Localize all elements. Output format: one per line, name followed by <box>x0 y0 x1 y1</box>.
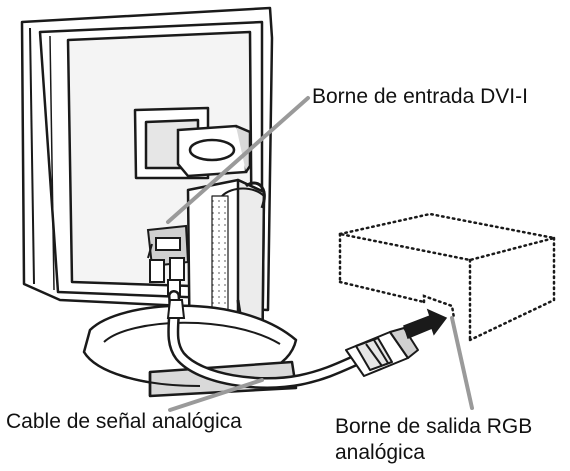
rgb-plug <box>345 327 419 377</box>
dvi-input-label: Borne de entrada DVI-I <box>312 85 528 108</box>
analog-cable-label: Cable de señal analógica <box>6 410 242 433</box>
rgb-output-label-line2: analógica <box>335 441 425 464</box>
leader-lines <box>166 96 474 412</box>
leader-rgb <box>450 316 474 410</box>
dvi-connector <box>146 224 190 297</box>
stand-hinge <box>176 124 252 178</box>
signal-cable <box>166 290 372 389</box>
leader-cable <box>168 378 264 412</box>
rgb-output-label-line1: Borne de salida RGB <box>335 415 533 438</box>
rgb-output-label: Borne de salida RGB analógica <box>335 414 532 466</box>
leader-dvi <box>166 96 310 224</box>
computer-box <box>338 212 556 342</box>
insert-arrow-icon <box>403 308 448 340</box>
